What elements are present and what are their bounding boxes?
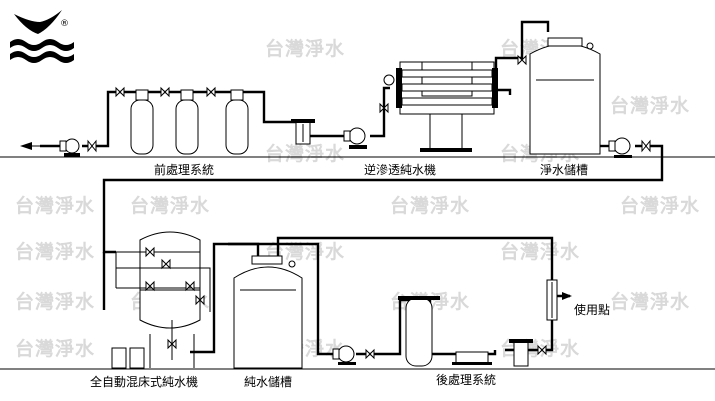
bottom-row-piping <box>102 236 570 356</box>
label-point-of-use: 使用點 <box>574 302 610 317</box>
mixed-bed-unit <box>111 231 211 369</box>
high-pressure-pump-icon <box>343 127 367 149</box>
point-of-use-filter-icon <box>546 279 558 321</box>
mixed-bed-vessel-icon <box>139 231 201 329</box>
watermark-text: 台灣淨水 <box>390 194 470 217</box>
company-logo: ® <box>10 10 74 63</box>
ro-membrane-vessel-icon <box>401 97 493 106</box>
chemical-tank-icon <box>111 347 127 369</box>
final-filter-icon <box>509 339 533 367</box>
watermark-text: 台灣淨水 <box>610 290 690 313</box>
watermark-text: 台灣淨水 <box>265 142 345 165</box>
post-treatment-equipment <box>332 279 572 367</box>
ro-valve-icon <box>379 102 389 114</box>
ro-membrane-vessel-icon <box>401 83 493 92</box>
ro-membrane-vessel-icon <box>401 69 493 78</box>
watermark-text: 台灣淨水 <box>15 290 95 313</box>
outlet-arrow-icon <box>562 292 572 300</box>
watermark-text: 台灣淨水 <box>265 240 345 263</box>
watermark-text: 台灣淨水 <box>500 240 580 263</box>
pretreatment-filters <box>115 86 249 155</box>
watermark-text: 台灣淨水 <box>610 94 690 117</box>
watermark-text: 台灣淨水 <box>15 194 95 217</box>
inlet-pump-icon <box>59 138 80 157</box>
watermark-text: 台灣淨水 <box>265 37 345 60</box>
label-mixed-bed: 全自動混床式純水機 <box>90 374 198 389</box>
softener-filter-icon <box>225 89 249 155</box>
watermark-text: 台灣淨水 <box>620 194 700 217</box>
uv-sterilizer-icon <box>398 296 440 367</box>
label-clean-tank: 淨水儲槽 <box>540 163 588 177</box>
pure-water-tank-icon <box>233 255 303 369</box>
trademark-symbol: ® <box>60 19 69 29</box>
label-pretreatment: 前處理系統 <box>154 162 214 177</box>
ro-unit <box>379 61 498 152</box>
carbon-filter-icon <box>175 89 199 155</box>
watermark-text: 台灣淨水 <box>15 337 95 360</box>
watermark-text: 台灣淨水 <box>15 240 95 263</box>
chemical-tank-icon <box>129 347 145 369</box>
label-pure-tank: 純水儲槽 <box>244 375 292 389</box>
sand-filter-icon <box>130 89 154 155</box>
watermark-text: 台灣淨水 <box>130 194 210 217</box>
pressure-gauge-icon <box>383 74 395 86</box>
clean-water-tank-icon <box>517 37 601 155</box>
transfer-pump-icon <box>608 137 651 158</box>
polishing-filter-icon <box>452 351 492 365</box>
label-ro-unit: 逆滲透純水機 <box>364 162 436 177</box>
distribution-pump-icon <box>332 345 356 365</box>
inlet-arrow-icon <box>20 142 32 150</box>
cartridge-filter-icon <box>291 119 315 145</box>
label-post-treatment: 後處理系統 <box>436 373 496 387</box>
inlet-valve-icon <box>87 139 97 153</box>
